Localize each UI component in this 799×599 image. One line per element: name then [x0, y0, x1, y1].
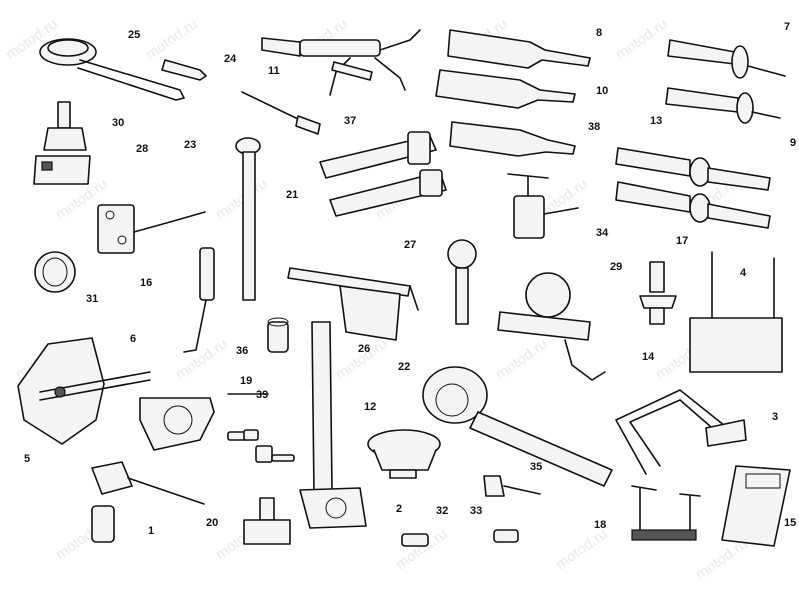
tool-12-wrench — [299, 321, 367, 529]
callout-11: 11 — [268, 65, 280, 77]
callout-35: 35 — [530, 461, 542, 473]
callout-7: 7 — [784, 21, 790, 33]
callout-31: 31 — [86, 293, 98, 305]
tool-26-fixture — [287, 267, 419, 341]
callout-26: 26 — [358, 343, 370, 355]
callout-25: 25 — [128, 29, 140, 41]
callout-1: 1 — [148, 525, 154, 537]
callout-14: 14 — [642, 351, 655, 363]
svg-text:motod.ru: motod.ru — [613, 15, 671, 63]
tool-20-stand — [243, 497, 291, 545]
callout-9: 9 — [790, 137, 796, 149]
callout-17: 17 — [676, 235, 688, 247]
tool-11-puller — [261, 29, 421, 96]
tool-39-pins — [227, 393, 295, 463]
callout-20: 20 — [206, 517, 218, 529]
callout-8: 8 — [596, 27, 602, 39]
tool-33-stud — [483, 475, 541, 543]
callout-39: 39 — [256, 389, 268, 401]
callout-labels: 25 24 11 8 7 10 30 37 38 13 23 28 9 21 3… — [24, 21, 796, 537]
tool-16-bent-pin — [183, 247, 215, 353]
callout-6: 6 — [130, 333, 136, 345]
callout-4: 4 — [740, 267, 747, 279]
tool-8-drift — [447, 29, 591, 69]
tool-31-ring — [34, 251, 76, 293]
callout-29: 29 — [610, 261, 622, 273]
callout-27: 27 — [404, 239, 416, 251]
tool-21-shaft — [235, 137, 261, 301]
callout-16: 16 — [140, 277, 152, 289]
tool-6-degree-wheel — [17, 337, 151, 445]
tool-9-drift — [615, 147, 771, 191]
tool-2-cup — [367, 429, 441, 479]
tool-25-ring-wrench — [39, 38, 185, 101]
callout-10: 10 — [596, 85, 608, 97]
callout-18: 18 — [594, 519, 606, 531]
callout-24: 24 — [224, 53, 237, 65]
tool-17-drift — [615, 181, 771, 229]
callout-23: 23 — [184, 139, 196, 151]
callout-32: 32 — [436, 505, 448, 517]
tool-18-frame — [631, 485, 701, 541]
svg-text:motod.ru: motod.ru — [393, 525, 451, 573]
svg-text:motod.ru: motod.ru — [173, 335, 231, 383]
tool-22-dial-gauge — [447, 239, 477, 325]
tool-36-socket — [267, 317, 289, 353]
callout-5: 5 — [24, 453, 30, 465]
tool-1-wrench — [91, 461, 205, 543]
callout-2: 2 — [396, 503, 402, 515]
svg-text:motod.ru: motod.ru — [143, 15, 201, 63]
tool-4-fixture — [689, 251, 783, 373]
tool-7-drift — [667, 39, 786, 79]
callout-28: 28 — [136, 143, 148, 155]
callout-21: 21 — [286, 189, 298, 201]
tool-32-stud — [401, 533, 429, 547]
callout-19: 19 — [240, 375, 252, 387]
tool-15-tester — [721, 465, 791, 547]
callout-22: 22 — [398, 361, 410, 373]
tool-28-clamp — [97, 204, 206, 254]
callout-3: 3 — [772, 411, 778, 423]
callout-15: 15 — [784, 517, 796, 529]
tool-30-puller — [33, 101, 91, 185]
callout-13: 13 — [650, 115, 662, 127]
tool-3-bar — [615, 389, 747, 475]
tool-24-pin — [161, 59, 207, 81]
tool-37-rod — [241, 91, 321, 135]
tool-34-extractor — [507, 173, 579, 239]
tool-35-spanner — [422, 366, 613, 487]
callout-30: 30 — [112, 117, 124, 129]
callout-38: 38 — [588, 121, 600, 133]
callout-36: 36 — [236, 345, 248, 357]
svg-text:motod.ru: motod.ru — [213, 175, 271, 223]
svg-text:motod.ru: motod.ru — [493, 335, 551, 383]
tool-23-holder — [139, 397, 215, 451]
tool-27-bridge — [319, 131, 447, 217]
svg-text:motod.ru: motod.ru — [553, 525, 611, 573]
callout-33: 33 — [470, 505, 482, 517]
callout-34: 34 — [596, 227, 609, 239]
tool-10-drift — [435, 69, 576, 109]
callout-12: 12 — [364, 401, 376, 413]
callout-37: 37 — [344, 115, 356, 127]
tool-14-gauge-stand — [497, 272, 606, 381]
tool-29-stand — [639, 261, 677, 325]
tool-38-drift — [449, 121, 576, 157]
tool-13-drift — [665, 87, 781, 124]
